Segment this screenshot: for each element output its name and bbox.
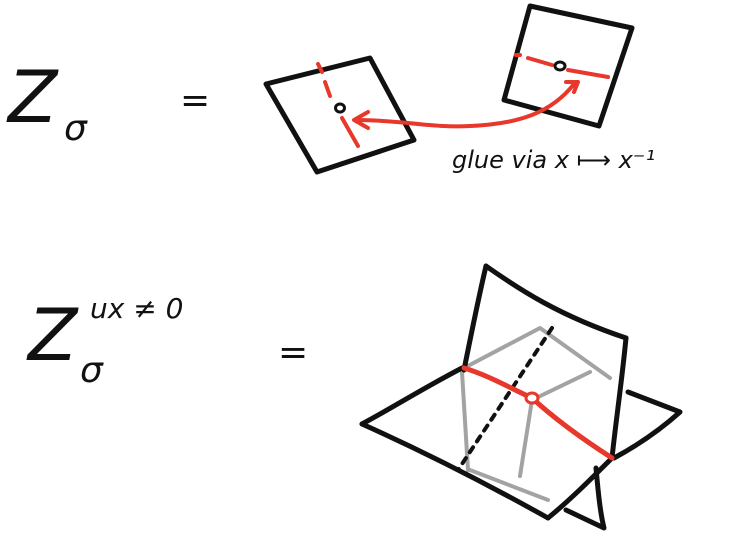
hidden-edge-back-top (462, 326, 612, 380)
glue-arrow-head-right (564, 80, 580, 94)
left-square-sheet (263, 55, 417, 175)
right-square-red-line (514, 53, 610, 79)
red-intersection-curve (461, 365, 615, 461)
hidden-edge-inner (518, 370, 592, 478)
glue-arrow-curve (354, 82, 576, 129)
crossed-sheets-figure (359, 263, 683, 531)
horizontal-sheet-back-right (545, 455, 615, 521)
top-equals-sign: = (180, 80, 210, 121)
right-square-outline (501, 3, 635, 129)
bottom-equals-sign: = (278, 332, 308, 373)
left-square-origin-point (334, 102, 346, 114)
hidden-edge-back-bottom (468, 468, 550, 502)
top-sigma-subscript: σ (64, 108, 88, 149)
hidden-edge-back-left (460, 370, 470, 472)
upright-sheet (461, 263, 629, 531)
right-square-sheet (501, 3, 635, 129)
upright-sheet-left-edge (461, 263, 489, 373)
horizontal-sheet (359, 365, 683, 521)
top-equation: Z σ = glue via x ⟼ x⁻¹ (6, 3, 655, 175)
top-z-symbol: Z (6, 55, 59, 139)
upright-sheet-top-edge (483, 263, 629, 341)
glue-label: glue via x ⟼ x⁻¹ (452, 146, 655, 174)
center-origin-point (524, 391, 540, 405)
right-square-origin-point (553, 60, 567, 72)
hidden-edges (460, 326, 612, 502)
glue-arrow (352, 80, 580, 130)
bottom-z-symbol: Z (26, 293, 79, 377)
horizontal-sheet-right-edge (611, 389, 683, 461)
left-square-red-line (316, 62, 360, 148)
bottom-superscript: ux ≠ 0 (90, 292, 183, 325)
horizontal-sheet-left-edge (359, 365, 465, 427)
upright-sheet-right-edge (609, 335, 629, 461)
bottom-sigma-subscript: σ (80, 350, 104, 391)
left-square-outline (263, 55, 417, 175)
dashed-intersection-line (456, 326, 554, 472)
glue-arrow-head-left (352, 110, 370, 130)
horizontal-sheet-front-edge (359, 421, 551, 521)
bottom-equation: Z σ ux ≠ 0 = (26, 263, 683, 531)
